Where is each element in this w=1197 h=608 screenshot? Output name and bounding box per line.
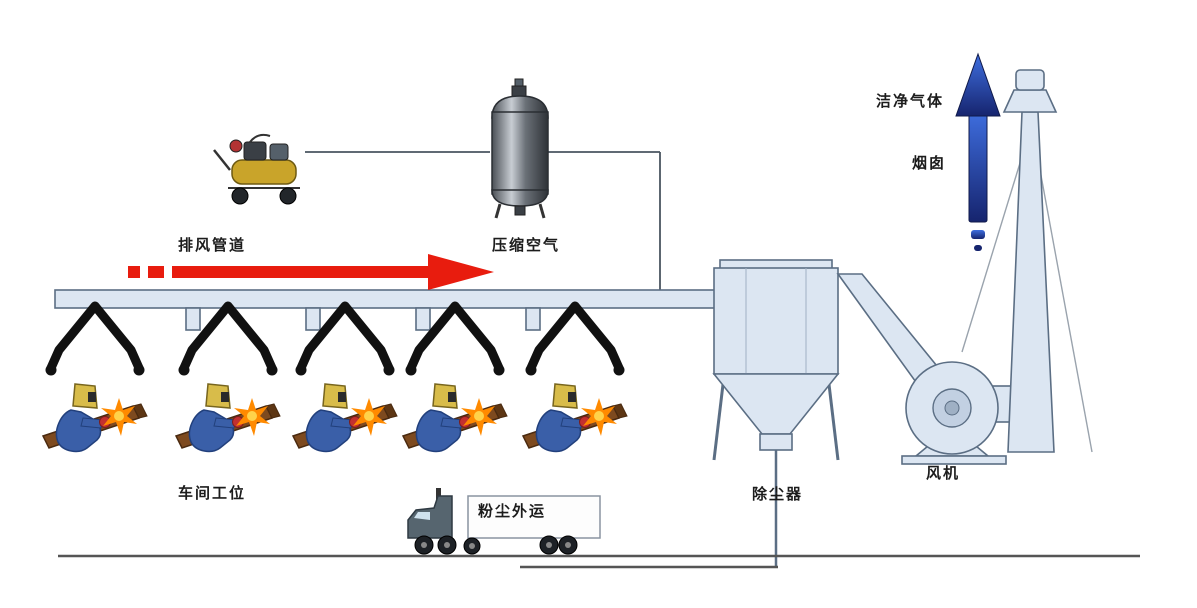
extraction-arm-icon (178, 301, 278, 376)
extraction-arm-icon (405, 301, 505, 376)
air-compressor-icon (213, 133, 300, 205)
welding-station (292, 383, 398, 453)
exhaust-duct (54, 289, 721, 331)
welding-station (402, 383, 508, 453)
label-compressed-air: 压缩空气 (492, 236, 561, 254)
guy-wire (1039, 169, 1093, 453)
extraction-arm-icon (295, 301, 395, 376)
label-clean-gas: 洁净气体 (876, 92, 945, 110)
dust-collector-icon (712, 259, 840, 567)
extraction-arm-icon (525, 301, 625, 376)
exhaust-flow-arrow (128, 254, 494, 290)
label-dust-collector: 除尘器 (752, 485, 804, 503)
welding-station (522, 383, 628, 453)
air-supply-line (305, 151, 661, 292)
chimney-icon (961, 69, 1093, 453)
welding-station (175, 383, 281, 453)
label-fan: 风机 (926, 464, 961, 482)
label-exhaust-duct: 排风管道 (178, 236, 247, 254)
clean-gas-arrow (955, 52, 1001, 251)
label-dust-transport: 粉尘外运 (478, 502, 547, 520)
dust-truck-icon (407, 488, 601, 555)
welding-station (42, 383, 148, 453)
label-workshop-stations: 车间工位 (178, 484, 247, 502)
ground-line (58, 554, 1140, 569)
fan-icon (901, 361, 1019, 465)
extraction-arm-icon (45, 301, 145, 376)
extraction-arms (45, 301, 625, 376)
guy-wire (961, 149, 1025, 353)
welding-stations (42, 383, 628, 453)
compressed-air-tank-icon (491, 78, 549, 219)
label-chimney: 烟囱 (912, 154, 947, 172)
